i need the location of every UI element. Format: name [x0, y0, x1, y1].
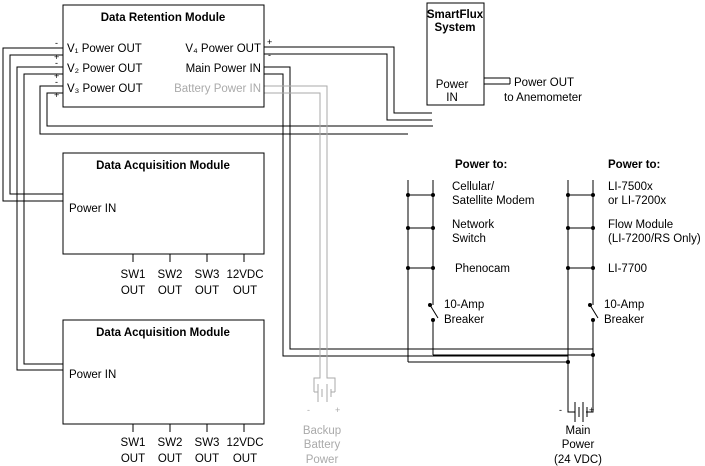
dam1-sw3-label: SW3 [195, 269, 220, 281]
smartflux-in-label: IN [446, 92, 458, 104]
polarity-minus: - [55, 38, 58, 48]
backup-minus: - [307, 405, 310, 415]
backup-battery: - + Backup Battery Power [303, 405, 341, 466]
smartflux-power-label: Power [436, 79, 469, 91]
dam1-sw1-out: OUT [121, 285, 145, 297]
backup-label-1: Backup [303, 425, 341, 437]
polarity-plus: + [54, 52, 59, 62]
dam2-sw3-label: SW3 [195, 437, 220, 449]
drm-battery-in-label: Battery Power IN [174, 83, 261, 95]
left-power-bus: Power to: Cellular/ Satellite Modem Netw… [444, 159, 534, 326]
dam1-sw1-label: SW1 [121, 269, 146, 281]
drm-v4-label: V₄ Power OUT [185, 43, 261, 55]
right-bus-header: Power to: [608, 159, 660, 171]
anemometer-out-label-2: to Anemometer [504, 92, 582, 104]
li7700-label: LI-7700 [608, 263, 647, 275]
wires [2, 46, 599, 422]
backup-label-3: Power [306, 454, 339, 466]
right-breaker-label-1: 10-Amp [604, 299, 644, 311]
dam2-title: Data Acquisition Module [96, 327, 230, 339]
dam1-power-in-label: Power IN [69, 203, 116, 215]
dam2-sw1-label: SW1 [121, 437, 146, 449]
smartflux-system: SmartFlux System Power IN Power OUT to A… [426, 2, 582, 106]
main-minus: - [559, 405, 562, 415]
network-switch-label-1: Network [452, 219, 494, 231]
cellular-modem-label-1: Cellular/ [452, 181, 495, 193]
dam1-sw2-label: SW2 [158, 269, 183, 281]
dam2-sw2-out: OUT [158, 453, 182, 465]
polarity-minus: - [55, 77, 58, 87]
phenocam-label: Phenocam [455, 263, 510, 275]
drm-v2-label: V₂ Power OUT [67, 63, 142, 75]
polarity-plus: + [267, 37, 272, 47]
flow-module-label-2: (LI-7200/RS Only) [608, 233, 701, 245]
cellular-modem-label-2: Satellite Modem [452, 195, 534, 207]
main-power-label-2: Power [562, 439, 595, 451]
right-power-bus: Power to: LI-7500x or LI-7200x Flow Modu… [604, 159, 701, 326]
main-power: - + Main Power (24 VDC) [554, 405, 602, 466]
dam2-sw1-out: OUT [121, 453, 145, 465]
li7500x-label-1: LI-7500x [608, 181, 653, 193]
drm-v1-label: V₁ Power OUT [67, 43, 142, 55]
polarity-minus: - [268, 50, 271, 60]
dam1-12vdc-out: OUT [233, 285, 257, 297]
data-acquisition-module-2: Data Acquisition Module Power IN SW1 OUT… [62, 319, 265, 465]
dam2-12vdc-label: 12VDC [226, 437, 263, 449]
li7500x-label-2: or LI-7200x [608, 195, 666, 207]
dam1-sw3-out: OUT [195, 285, 219, 297]
dam2-power-in-label: Power IN [69, 369, 116, 381]
anemometer-out-label-1: Power OUT [514, 77, 574, 89]
data-retention-module: Data Retention Module V₁ Power OUT V₂ Po… [54, 4, 272, 108]
left-bus-header: Power to: [455, 159, 507, 171]
junction-dots [406, 193, 595, 364]
dam1-12vdc-label: 12VDC [226, 269, 263, 281]
left-breaker-label-2: Breaker [444, 314, 484, 326]
drm-title: Data Retention Module [101, 12, 226, 24]
polarity-plus: + [54, 71, 59, 81]
backup-plus: + [335, 405, 340, 415]
flow-module-label-1: Flow Module [608, 219, 673, 231]
main-plus: + [589, 405, 594, 415]
smartflux-title-line2: System [435, 22, 476, 34]
backup-label-2: Battery [304, 439, 341, 451]
dam2-sw3-out: OUT [195, 453, 219, 465]
drm-v3-label: V₃ Power OUT [67, 83, 143, 95]
main-power-label-3: (24 VDC) [554, 454, 602, 466]
dam2-12vdc-out: OUT [233, 453, 257, 465]
backup-battery-wires [264, 85, 336, 402]
right-breaker-label-2: Breaker [604, 314, 644, 326]
dam1-title: Data Acquisition Module [96, 160, 230, 172]
dam1-sw2-out: OUT [158, 285, 182, 297]
polarity-minus: - [55, 58, 58, 68]
polarity-plus: + [54, 90, 59, 100]
main-power-label-1: Main [566, 425, 591, 437]
network-switch-label-2: Switch [452, 233, 486, 245]
smartflux-title-line1: SmartFlux [427, 9, 484, 21]
left-breaker-label-1: 10-Amp [444, 299, 484, 311]
drm-main-in-label: Main Power IN [186, 63, 261, 75]
data-acquisition-module-1: Data Acquisition Module Power IN SW1 OUT… [62, 152, 265, 297]
dam2-sw2-label: SW2 [158, 437, 183, 449]
